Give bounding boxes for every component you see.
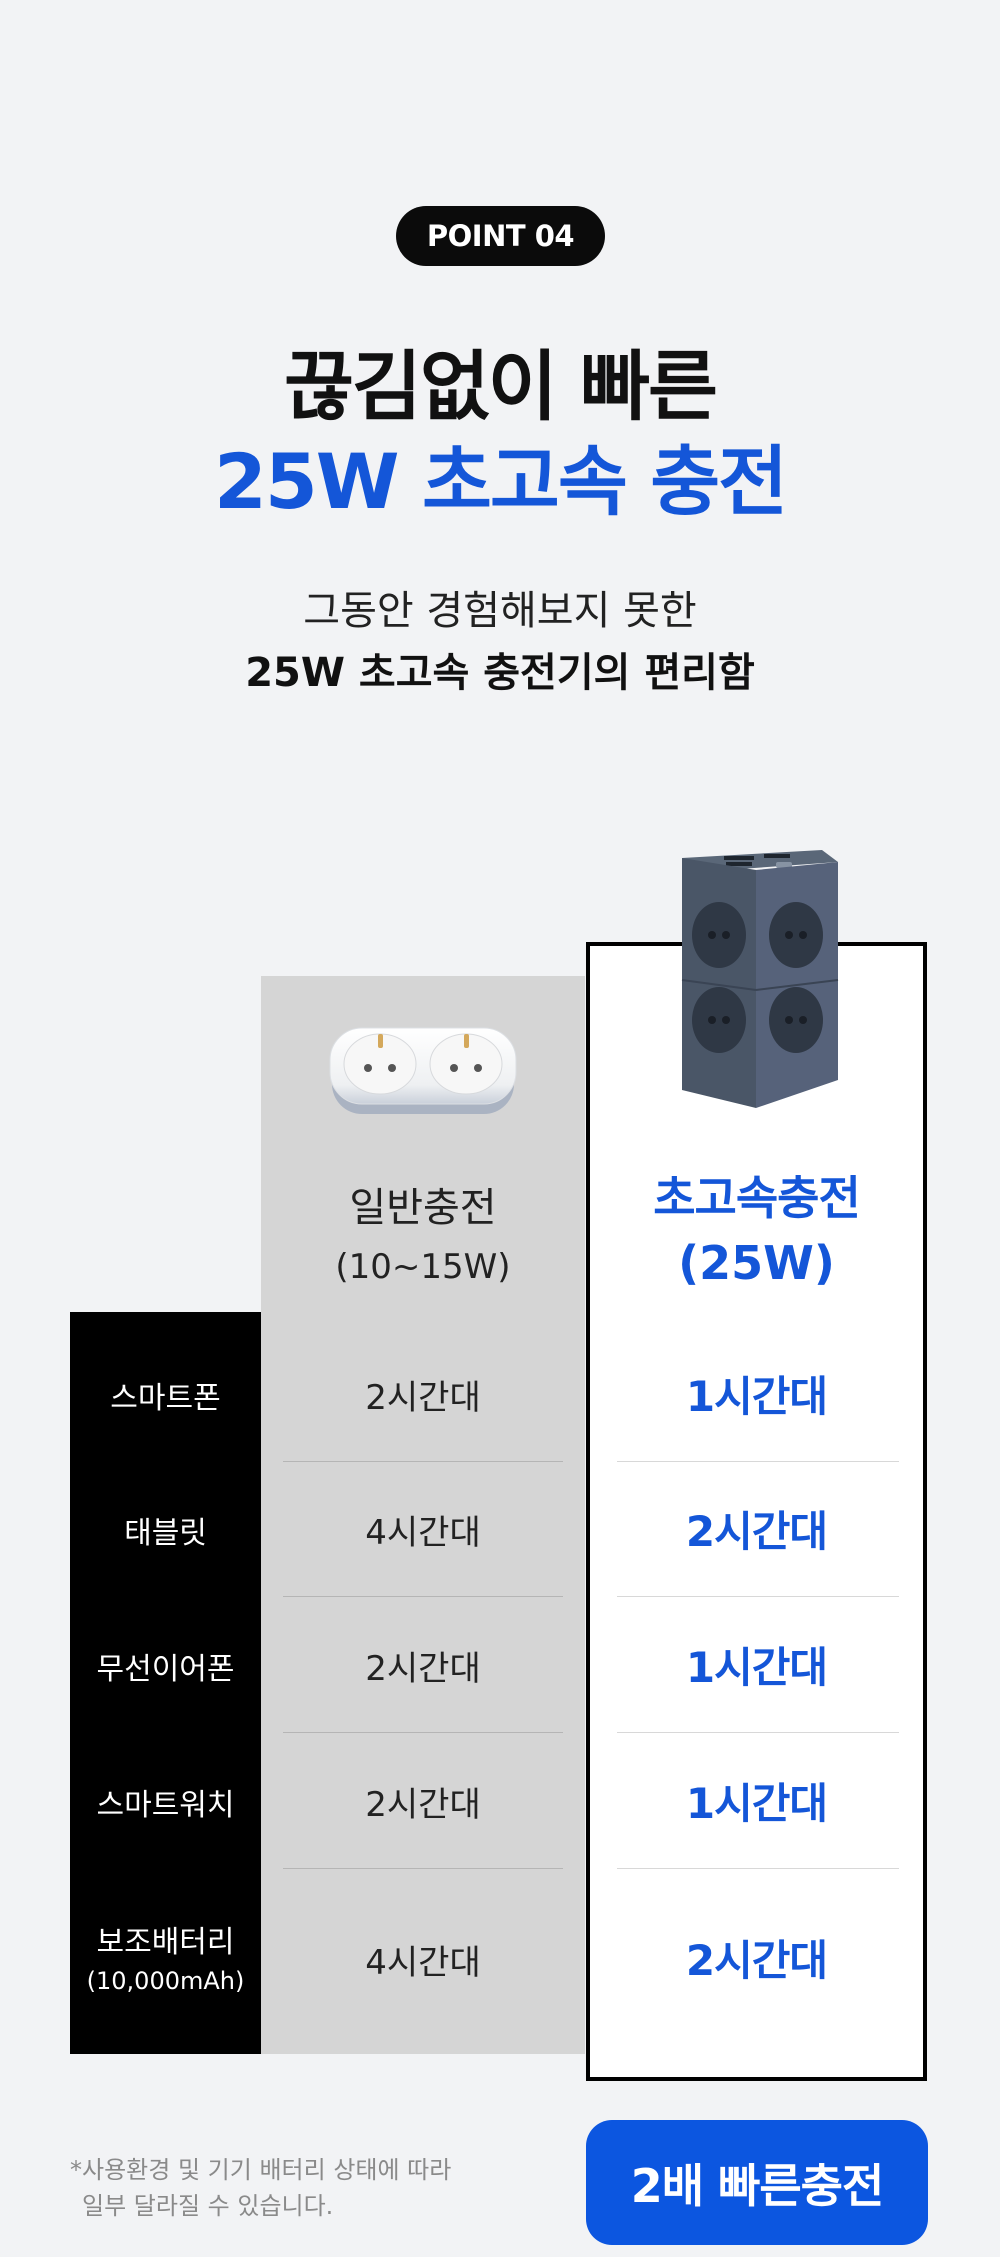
row-label-wireless-earbuds: 무선이어폰 bbox=[96, 1652, 235, 1687]
row-divider bbox=[617, 1461, 899, 1462]
row-label-tablet: 태블릿 bbox=[124, 1516, 207, 1551]
row-divider bbox=[617, 1596, 899, 1597]
double-socket-plug-icon bbox=[329, 1027, 517, 1114]
row-label-power-bank: 보조배터리 (10,000mAh) bbox=[70, 1917, 261, 1995]
subtitle-line2: 25W 초고속 충전기의 편리함 bbox=[245, 650, 755, 696]
row-divider bbox=[617, 1868, 899, 1869]
fast-time-power-bank: 2시간대 bbox=[685, 1936, 828, 1985]
normal-time-power-bank: 4시간대 bbox=[365, 1943, 481, 1983]
row-divider bbox=[283, 1596, 563, 1597]
footnote-line1: *사용환경 및 기기 배터리 상태에 따라 bbox=[70, 2156, 452, 2184]
fast-time-tablet: 2시간대 bbox=[685, 1507, 828, 1556]
fast-charging-spec: (25W) bbox=[678, 1236, 835, 1290]
fast-time-smartwatch: 1시간대 bbox=[685, 1779, 828, 1828]
normal-charging-name: 일반충전 bbox=[349, 1185, 497, 1231]
row-label-smartphone: 스마트폰 bbox=[110, 1381, 221, 1416]
normal-charging-column bbox=[261, 976, 585, 2054]
normal-charging-header: 일반충전 (10~15W) bbox=[261, 1175, 585, 1287]
row-divider bbox=[283, 1868, 563, 1869]
fast-charging-column bbox=[586, 942, 927, 2081]
subtitle-line1: 그동안 경험해보지 못한 bbox=[303, 588, 697, 634]
normal-time-smartphone: 2시간대 bbox=[365, 1378, 481, 1418]
row-divider bbox=[617, 1732, 899, 1733]
normal-time-wireless-earbuds: 2시간대 bbox=[365, 1649, 481, 1689]
row-labels-column bbox=[70, 1312, 261, 2054]
row-divider bbox=[283, 1461, 563, 1462]
fast-time-smartphone: 1시간대 bbox=[685, 1372, 828, 1421]
normal-charging-spec: (10~15W) bbox=[335, 1247, 511, 1287]
headline-line1: 끊김없이 빠른 bbox=[284, 342, 718, 431]
tower-power-strip-icon bbox=[681, 850, 839, 1108]
fast-charging-name: 초고속충전 bbox=[653, 1171, 861, 1225]
row-label-power-bank-capacity: (10,000mAh) bbox=[86, 1967, 245, 1995]
normal-time-tablet: 4시간대 bbox=[365, 1513, 481, 1553]
footnote-line2: 일부 달라질 수 있습니다. bbox=[82, 2192, 334, 2220]
point-badge: POINT 04 bbox=[396, 206, 605, 266]
row-label-smartwatch: 스마트워치 bbox=[96, 1788, 235, 1823]
headline-line2: 25W 초고속 충전 bbox=[213, 437, 788, 526]
row-label-power-bank-text: 보조배터리 bbox=[96, 1925, 235, 1960]
fast-charging-cta-button[interactable]: 2배 빠른충전 bbox=[586, 2120, 928, 2245]
fast-time-wireless-earbuds: 1시간대 bbox=[685, 1643, 828, 1692]
fast-charging-header: 초고속충전 (25W) bbox=[586, 1162, 927, 1290]
normal-time-smartwatch: 2시간대 bbox=[365, 1785, 481, 1825]
row-divider bbox=[283, 1732, 563, 1733]
footnote: *사용환경 및 기기 배터리 상태에 따라 일부 달라질 수 있습니다. bbox=[70, 2152, 490, 2224]
